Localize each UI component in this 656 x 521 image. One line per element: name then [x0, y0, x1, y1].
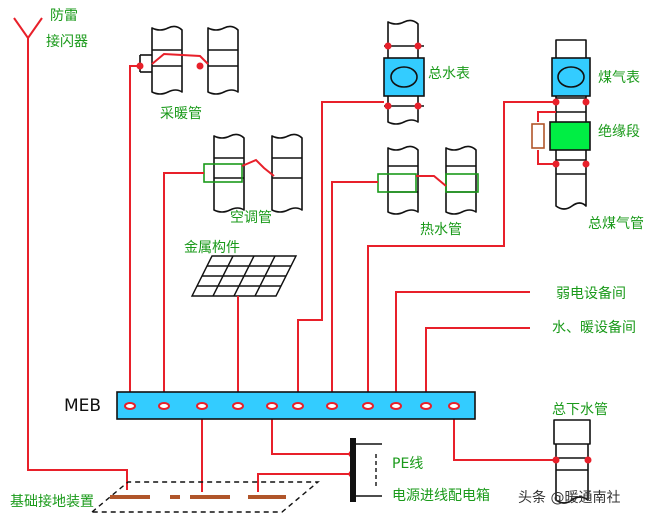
ac-pipe-left: [213, 133, 245, 213]
drain-pipe: [553, 419, 591, 504]
metal-component-grid: [190, 255, 298, 297]
gas-pipe: [555, 39, 587, 210]
insulation-section-label: 绝缘段: [598, 124, 640, 140]
pe-line-label: PE线: [392, 456, 424, 472]
metal-component-label: 金属构件: [184, 240, 240, 256]
foundation-grounding: [90, 481, 320, 513]
gas-meter-body: [551, 57, 591, 97]
hot-water-pipe-left: [387, 145, 419, 215]
meb-busbar: [116, 391, 476, 420]
meb-label: MEB: [64, 396, 102, 416]
ac-pipe-right: [271, 133, 303, 213]
insulation-section-body: [549, 121, 591, 151]
water-meter-pipe: [387, 19, 419, 125]
ac-pipe-label: 空调管: [230, 210, 272, 226]
bonding-wires: [13, 17, 556, 492]
watermark-text: 头条 @暖通南社: [518, 490, 621, 506]
lightning-rod-label-line1: 防雷: [50, 8, 78, 24]
heating-pipe-right: [207, 25, 239, 95]
weak-current-room-label: 弱电设备间: [556, 286, 626, 302]
heating-pipe-label: 采暖管: [160, 106, 202, 122]
gas-meter-label: 煤气表: [598, 70, 640, 86]
water-meter-body: [383, 45, 425, 107]
water-meter-label: 总水表: [428, 66, 470, 82]
heating-pipe-left: [139, 25, 183, 95]
power-distribution-box-label: 电源进线配电箱: [392, 488, 490, 504]
main-drain-pipe-label: 总下水管: [552, 402, 608, 418]
insulation-bypass-bracket: [531, 123, 545, 149]
foundation-grounding-label: 基础接地装置: [10, 494, 94, 510]
main-gas-pipe-label: 总煤气管: [588, 216, 644, 232]
lightning-rod-label-line2: 接闪器: [46, 34, 88, 50]
hot-water-pipe-right: [445, 145, 477, 215]
distribution-box: [350, 438, 382, 502]
hot-water-pipe-label: 热水管: [420, 222, 462, 238]
water-heating-room-label: 水、暖设备间: [552, 320, 636, 336]
